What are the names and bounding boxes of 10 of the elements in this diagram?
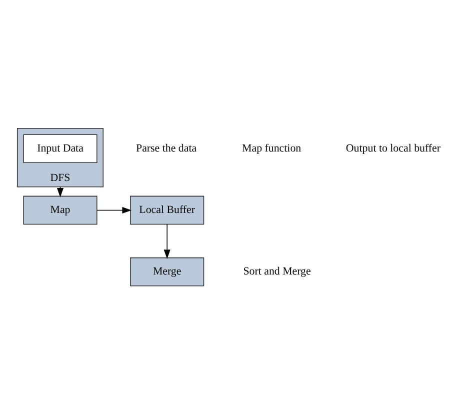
node-box: Input Data xyxy=(23,134,98,163)
label: Output to local buffer xyxy=(346,142,441,154)
arrow xyxy=(164,223,170,258)
node-box: Merge xyxy=(130,256,204,286)
node-box: Map xyxy=(23,195,98,224)
label: Map function xyxy=(242,142,302,154)
label: Parse the data xyxy=(136,142,197,154)
label: Sort and Merge xyxy=(243,265,311,278)
arrow xyxy=(96,206,132,214)
node-box: Local Buffer xyxy=(130,195,204,224)
